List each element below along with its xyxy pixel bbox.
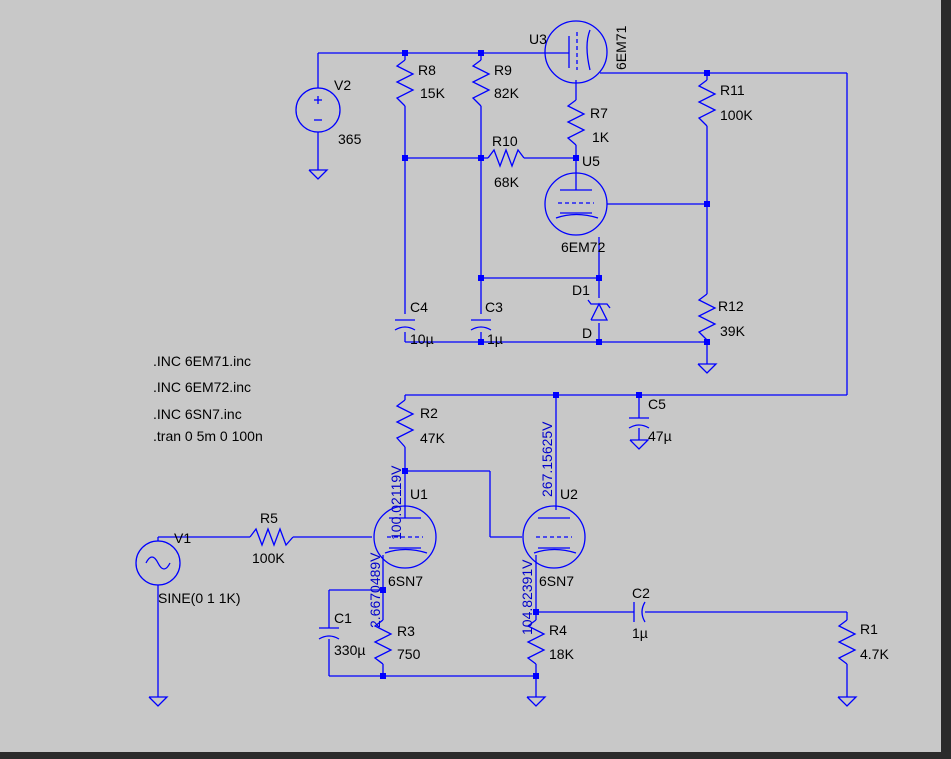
capacitor-c3[interactable] [470,319,492,331]
r9-value: 82K [494,85,520,101]
resistor-r9[interactable] [471,59,491,107]
voltage-label-u1-cathode: 2.6670489V [367,552,383,628]
tube-u2[interactable] [522,505,586,569]
c4-value: 10µ [410,331,434,347]
window-edge [941,0,951,759]
u2-value: 6SN7 [539,573,574,589]
r2-value: 47K [420,430,446,446]
spice-directive[interactable]: .INC 6SN7.inc [153,406,242,422]
resistor-r5[interactable] [249,527,294,547]
c3-value: 1µ [487,331,503,347]
r2-label: R2 [420,405,438,421]
ground-symbol [837,696,858,707]
sine-source-v1[interactable] [135,537,181,586]
r1-label: R1 [860,621,878,637]
spice-directive[interactable]: .INC 6EM72.inc [153,379,251,395]
voltage-label-u1-plate: 100.02119V [388,465,404,540]
v1-label: V1 [174,530,191,546]
r7-label: R7 [590,105,608,121]
u1-label: U1 [410,486,428,502]
u2-label: U2 [560,486,578,502]
r12-label: R12 [718,298,744,314]
ground-symbol [697,363,718,374]
junctions-bottom [380,392,642,679]
voltage-label-u2-cathode: 104.82391V [519,559,535,635]
u1-value: 6SN7 [388,573,423,589]
c5-value: 47µ [648,428,672,444]
resistor-r7[interactable] [566,99,586,146]
r4-label: R4 [549,622,567,638]
resistor-r2[interactable] [395,399,415,448]
resistor-r12[interactable] [697,293,717,341]
ground-symbol [148,696,169,707]
tube-u3[interactable] [544,20,608,84]
resistor-r11[interactable] [697,79,717,127]
c4-label: C4 [410,299,428,315]
capacitor-c5[interactable] [628,417,650,429]
wires-top [317,52,848,396]
capacitor-c2[interactable] [633,601,646,623]
r3-label: R3 [397,623,415,639]
r12-value: 39K [720,323,746,339]
resistor-r8[interactable] [395,59,415,107]
capacitor-c1[interactable] [318,627,340,640]
c5-label: C5 [648,396,666,412]
junctions-top [402,50,710,345]
u5-label: U5 [582,153,600,169]
r1-value: 4.7K [860,646,889,662]
r3-value: 750 [397,646,421,662]
window-edge [0,752,951,759]
resistor-r1[interactable] [837,619,857,665]
spice-directive[interactable]: .INC 6EM71.inc [153,353,251,369]
d1-label: D1 [572,282,590,298]
r8-label: R8 [418,62,436,78]
zener-diode-d1[interactable] [587,299,611,321]
voltage-label-u2-plate: 267.15625V [539,421,555,497]
r7-value: 1K [592,129,610,145]
r11-label: R11 [720,82,745,98]
ground-symbol [526,696,547,707]
c1-value: 330µ [334,642,365,658]
ground-symbol [308,169,329,180]
resistor-r4[interactable] [526,619,546,665]
tube-u5[interactable] [544,170,608,236]
c2-label: C2 [632,585,650,601]
u3-label: U3 [529,31,547,47]
u5-value: 6EM72 [561,239,606,255]
c3-label: C3 [485,299,503,315]
r5-label: R5 [260,510,278,526]
d1-value: D [582,325,592,341]
tube-u1[interactable] [373,505,437,569]
c2-value: 1µ [632,625,648,641]
r10-label: R10 [492,133,518,149]
voltage-source-v2[interactable] [295,87,341,133]
v2-label: V2 [334,77,351,93]
v1-value: SINE(0 1 1K) [158,590,240,606]
capacitor-c4[interactable] [394,319,416,331]
v2-value: 365 [338,131,362,147]
resistor-r3[interactable] [373,619,393,665]
r8-value: 15K [420,85,446,101]
spice-directive[interactable]: .tran 0 5m 0 100n [153,428,263,444]
u3-value: 6EM71 [613,25,629,70]
c1-label: C1 [334,610,352,626]
r4-value: 18K [549,646,575,662]
resistor-r10[interactable] [487,148,525,168]
wires-bottom [157,395,848,697]
ground-symbol [629,439,650,450]
r9-label: R9 [494,62,512,78]
r5-value: 100K [252,550,285,566]
r10-value: 68K [494,174,520,190]
r11-value: 100K [720,107,753,123]
